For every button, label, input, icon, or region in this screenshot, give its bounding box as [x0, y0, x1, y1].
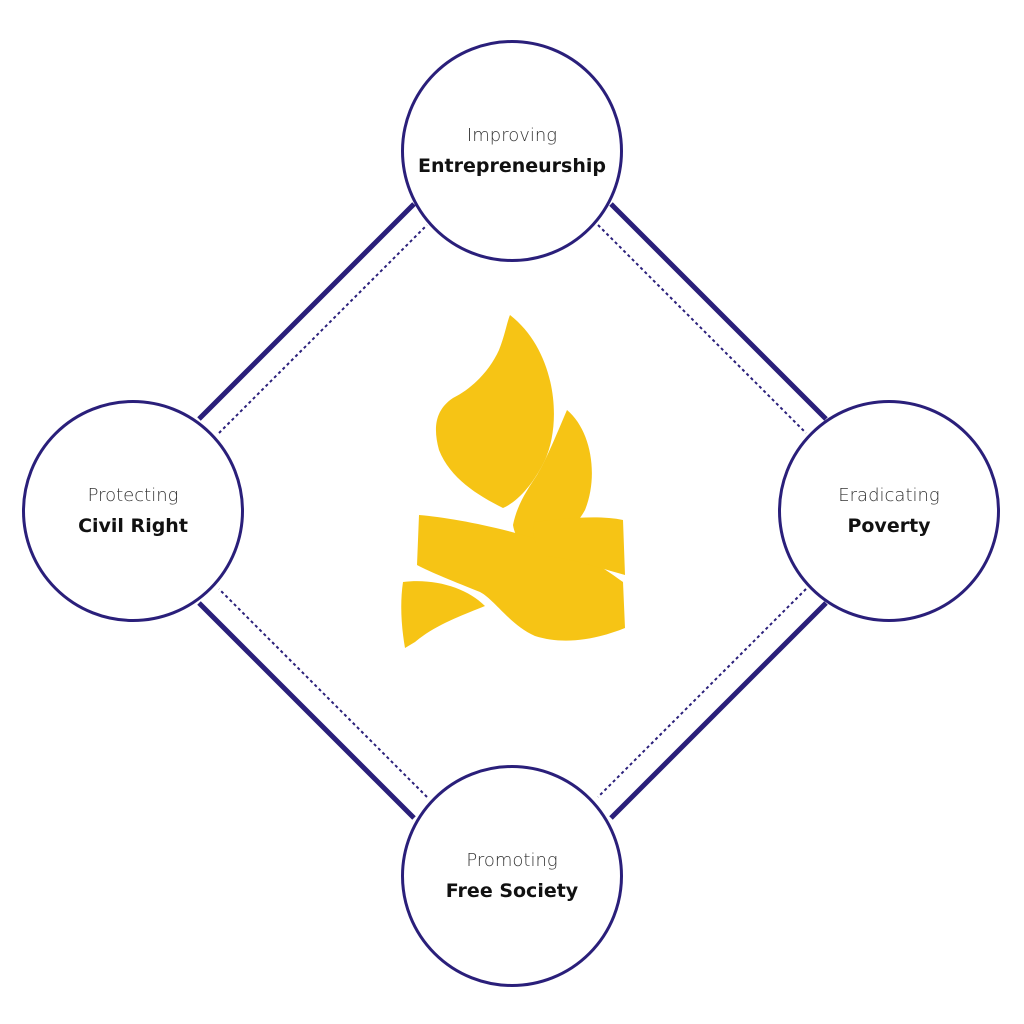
connector-dotted-right-bottom [597, 588, 807, 798]
node-poverty: Eradicating Poverty [778, 400, 1000, 622]
node-top-label: Improving [466, 125, 558, 146]
connector-solid-top-right [609, 202, 828, 421]
connector-solid-right-bottom [609, 601, 828, 820]
node-top-title: Entrepreneurship [418, 155, 606, 177]
node-bottom-label: Promoting [466, 850, 558, 871]
log-right [417, 515, 625, 641]
flame-small [513, 410, 592, 548]
node-free-society: Promoting Free Society [401, 765, 623, 987]
connector-dotted-left-top [218, 224, 428, 434]
campfire-icon [401, 315, 625, 648]
node-left-title: Civil Right [78, 515, 188, 537]
node-left-label: Protecting [87, 485, 179, 506]
node-right-title: Poverty [847, 515, 931, 537]
connector-solid-left-top [197, 202, 416, 421]
node-bottom-title: Free Society [445, 880, 579, 902]
log-top-right [533, 517, 625, 575]
flame-large [435, 315, 554, 508]
connector-solid-bottom-left [197, 601, 416, 820]
connector-dotted-bottom-left [218, 588, 428, 798]
connector-dotted-top-right [597, 224, 807, 434]
node-entrepreneurship: Improving Entrepreneurship [401, 40, 623, 262]
node-civil-right: Protecting Civil Right [22, 400, 244, 622]
log-left [401, 581, 485, 648]
node-right-label: Eradicating [838, 485, 940, 506]
